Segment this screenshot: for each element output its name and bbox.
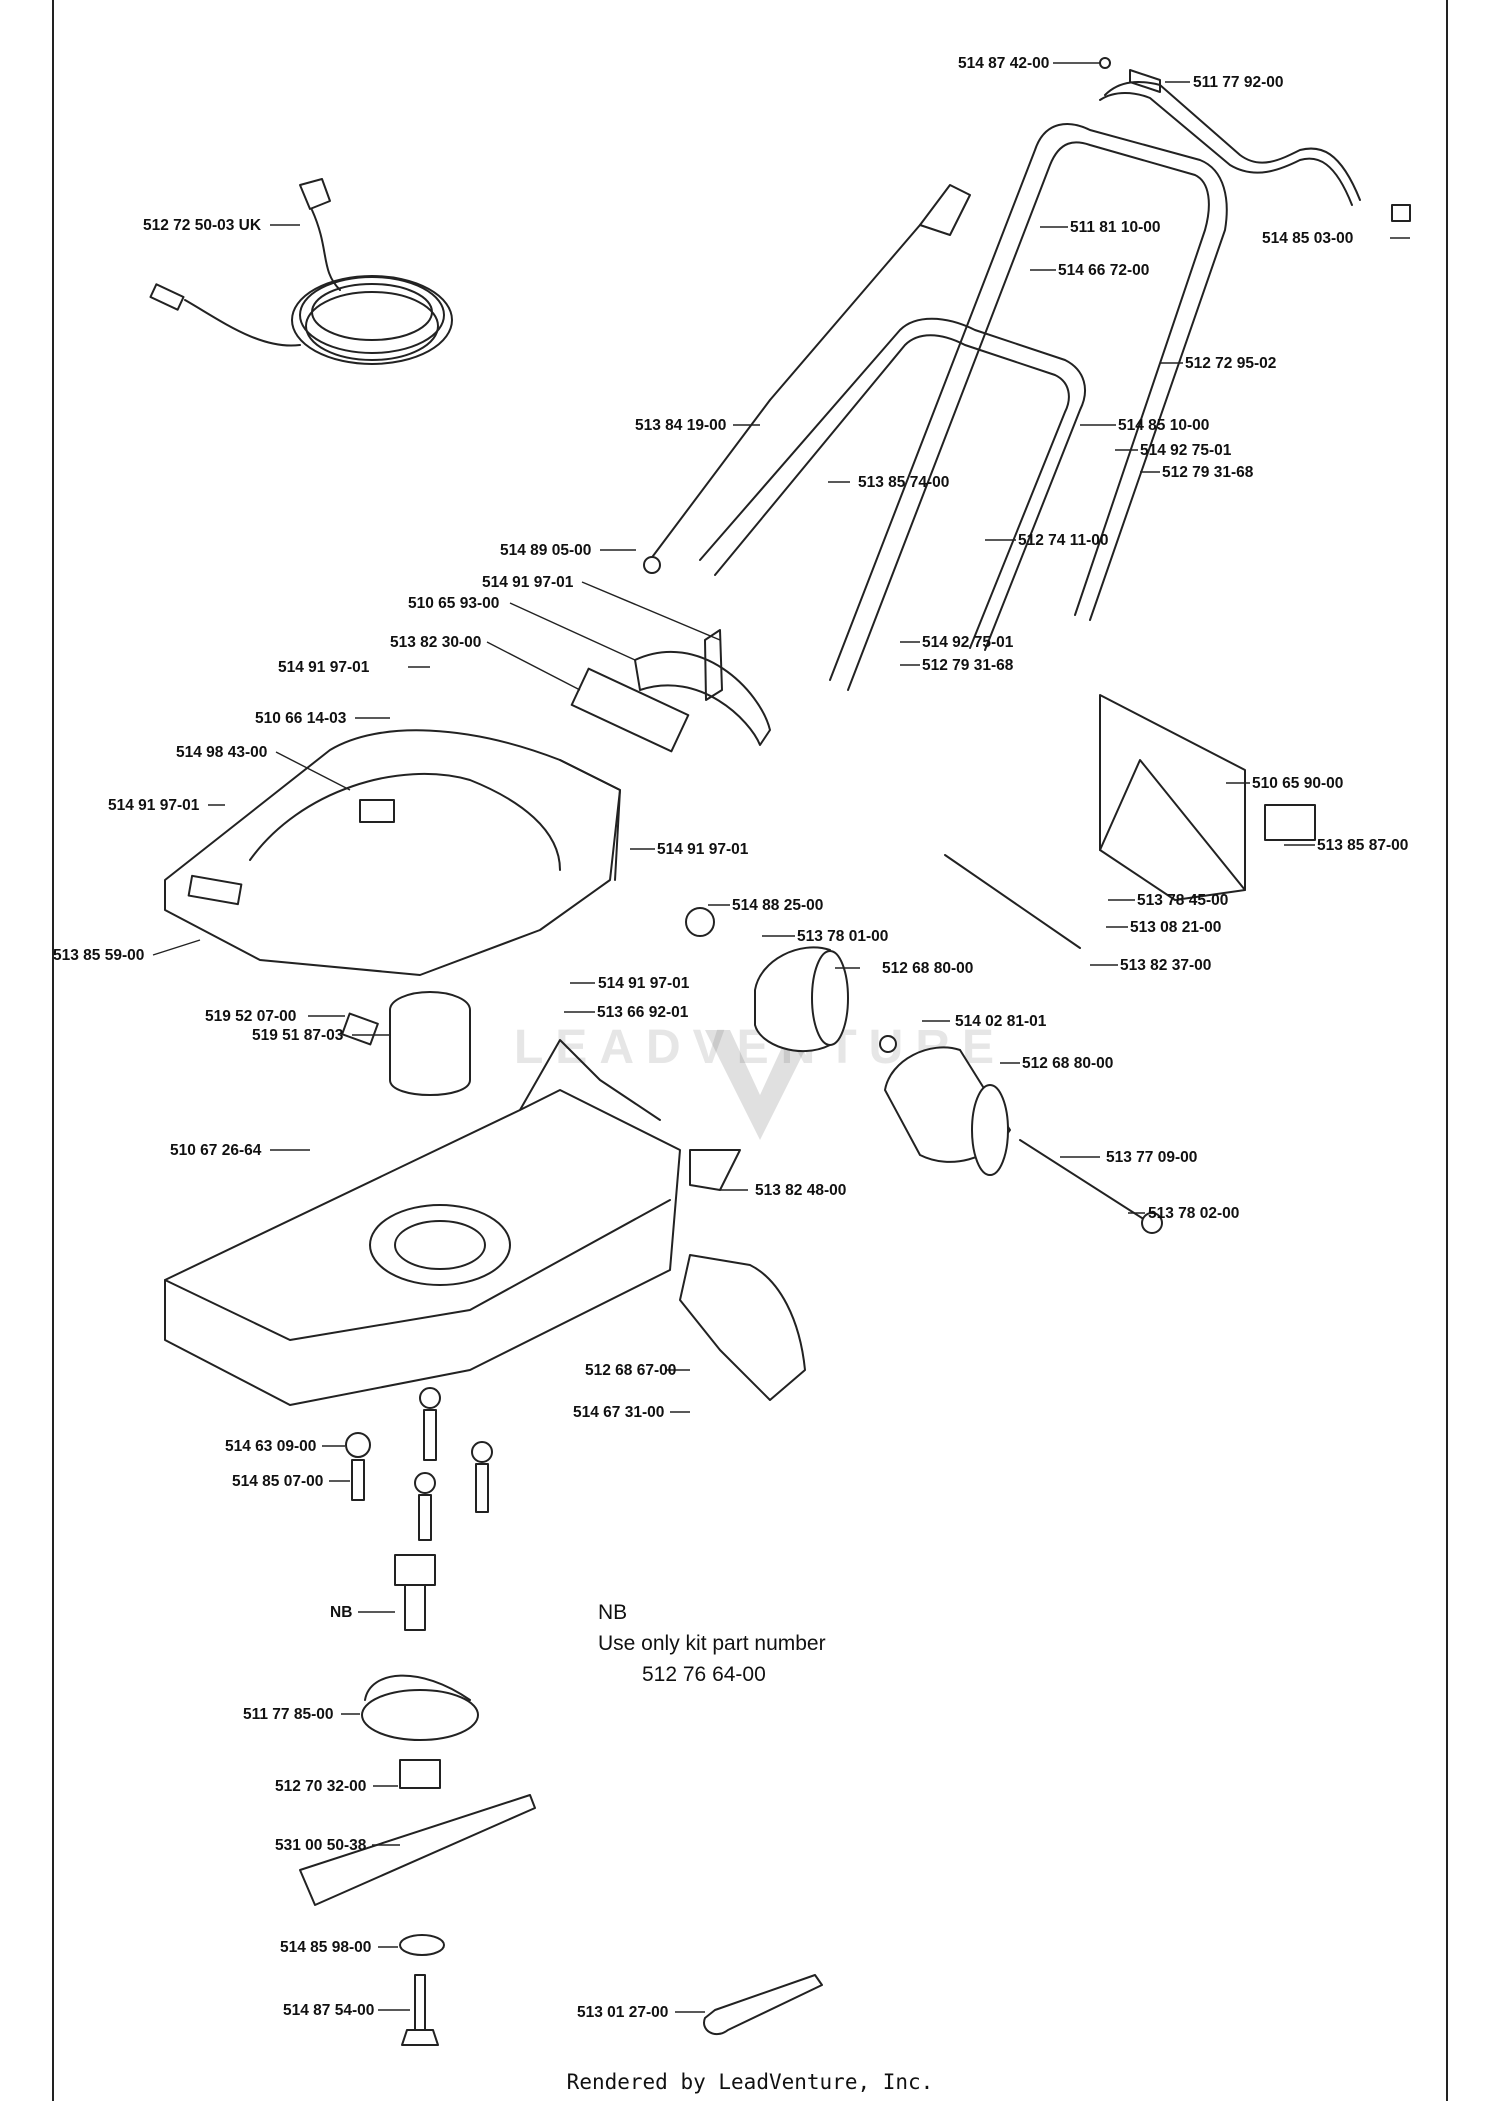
- callout-512-72-50-03-uk: 512 72 50-03 UK: [143, 217, 262, 234]
- callout-514-85-98-00: 514 85 98-00: [280, 1939, 371, 1956]
- callout-514-85-07-00: 514 85 07-00: [232, 1473, 323, 1490]
- callout-514-67-31-00: 514 67 31-00: [573, 1404, 664, 1421]
- cable-drawing: [643, 184, 971, 574]
- motor-drawing: [341, 991, 471, 1096]
- callout-514-63-09-00: 514 63 09-00: [225, 1438, 316, 1455]
- callout-514-92-75-01-lower: 514 92 75-01: [922, 634, 1014, 651]
- side-guard-drawing: [679, 1149, 806, 1401]
- callout-510-67-26-64: 510 67 26-64: [170, 1142, 262, 1159]
- callout-531-00-50-38: 531 00 50-38: [275, 1837, 367, 1854]
- callout-514-87-54-00: 514 87 54-00: [283, 2002, 374, 2019]
- callout-514-85-03-00: 514 85 03-00: [1262, 230, 1353, 247]
- callout-513-78-01-00: 513 78 01-00: [797, 928, 888, 945]
- callout-513-08-21-00: 513 08 21-00: [1130, 919, 1221, 936]
- callout-514-91-97-01-c: 514 91 97-01: [108, 797, 200, 814]
- leader-lines: [152, 62, 1410, 2013]
- callout-513-82-48-00: 513 82 48-00: [755, 1182, 846, 1199]
- kit-note: NB Use only kit part number 512 76 64-00: [598, 1597, 826, 1690]
- handle-drawing: [699, 57, 1411, 701]
- callout-514-85-10-00: 514 85 10-00: [1118, 417, 1209, 434]
- callout-512-79-31-68-lower: 512 79 31-68: [922, 657, 1014, 674]
- callout-513-85-59-00: 513 85 59-00: [53, 947, 144, 964]
- note-title: NB: [598, 1601, 628, 1624]
- callout-519-51-87-03: 519 51 87-03: [252, 1027, 344, 1044]
- callout-514-66-72-00: 514 66 72-00: [1058, 262, 1149, 279]
- callout-512-79-31-68-upper: 512 79 31-68: [1162, 464, 1254, 481]
- collector-frame-drawing: [1099, 694, 1316, 901]
- callout-513-66-92-01: 513 66 92-01: [597, 1004, 689, 1021]
- callout-514-92-75-01-upper: 514 92 75-01: [1140, 442, 1232, 459]
- callout-514-98-43-00: 514 98 43-00: [176, 744, 267, 761]
- callout-512-72-95-02: 512 72 95-02: [1185, 355, 1276, 372]
- callout-513-78-45-00: 513 78 45-00: [1137, 892, 1228, 909]
- footer-rendered-by: Rendered by LeadVenture, Inc.: [566, 2070, 934, 2094]
- callout-514-91-97-01-e: 514 91 97-01: [598, 975, 690, 992]
- bag-handle-drawing: [570, 650, 771, 753]
- callout-512-68-80-00-a: 512 68 80-00: [882, 960, 973, 977]
- callout-519-52-07-00: 519 52 07-00: [205, 1008, 296, 1025]
- note-kit-number: 512 76 64-00: [642, 1663, 766, 1686]
- callout-512-68-67-00: 512 68 67-00: [585, 1362, 676, 1379]
- rollers-drawing: [685, 854, 1163, 1234]
- watermark-logo: [705, 1030, 815, 1140]
- callout-511-77-92-00: 511 77 92-00: [1193, 74, 1284, 91]
- motor-cover-drawing: [164, 729, 621, 976]
- callout-511-81-10-00: 511 81 10-00: [1070, 219, 1161, 236]
- mower-deck-drawing: [164, 1039, 681, 1406]
- callout-514-91-97-01-a: 514 91 97-01: [482, 574, 574, 591]
- callout-513-78-02-00: 513 78 02-00: [1148, 1205, 1239, 1222]
- callout-514-02-81-01: 514 02 81-01: [955, 1013, 1047, 1030]
- callout-nb: NB: [330, 1604, 352, 1621]
- callout-514-88-25-00: 514 88 25-00: [732, 897, 823, 914]
- callout-513-77-09-00: 513 77 09-00: [1106, 1149, 1197, 1166]
- callout-512-70-32-00: 512 70 32-00: [275, 1778, 366, 1795]
- callout-510-65-90-00: 510 65 90-00: [1252, 775, 1343, 792]
- callout-513-85-74-00: 513 85 74-00: [858, 474, 949, 491]
- callout-514-91-97-01-d: 514 91 97-01: [657, 841, 749, 858]
- callout-513-85-87-00: 513 85 87-00: [1317, 837, 1408, 854]
- callout-510-65-93-00: 510 65 93-00: [408, 595, 499, 612]
- wrench-drawing: [703, 1974, 823, 2036]
- deck-bolts-drawing: [345, 1387, 493, 1541]
- callout-512-74-11-00: 512 74 11-00: [1018, 532, 1109, 549]
- power-cord-drawing: [149, 178, 453, 365]
- callout-513-82-37-00: 513 82 37-00: [1120, 957, 1211, 974]
- callout-513-01-27-00: 513 01 27-00: [577, 2004, 668, 2021]
- callout-511-77-85-00: 511 77 85-00: [243, 1706, 334, 1723]
- callout-514-89-05-00: 514 89 05-00: [500, 542, 591, 559]
- right-frame-line: [1446, 0, 1448, 2101]
- callout-510-66-14-03: 510 66 14-03: [255, 710, 347, 727]
- blade-stack-drawing: [299, 1554, 536, 2046]
- callout-514-87-42-00: 514 87 42-00: [958, 55, 1049, 72]
- left-frame-line: [52, 0, 54, 2101]
- note-line: Use only kit part number: [598, 1632, 826, 1655]
- callout-514-91-97-01-b: 514 91 97-01: [278, 659, 370, 676]
- callout-513-84-19-00: 513 84 19-00: [635, 417, 726, 434]
- callout-labels: 514 87 42-00 511 77 92-00 512 72 50-03 U…: [53, 55, 1408, 2021]
- callout-512-68-80-00-b: 512 68 80-00: [1022, 1055, 1113, 1072]
- callout-513-82-30-00: 513 82 30-00: [390, 634, 481, 651]
